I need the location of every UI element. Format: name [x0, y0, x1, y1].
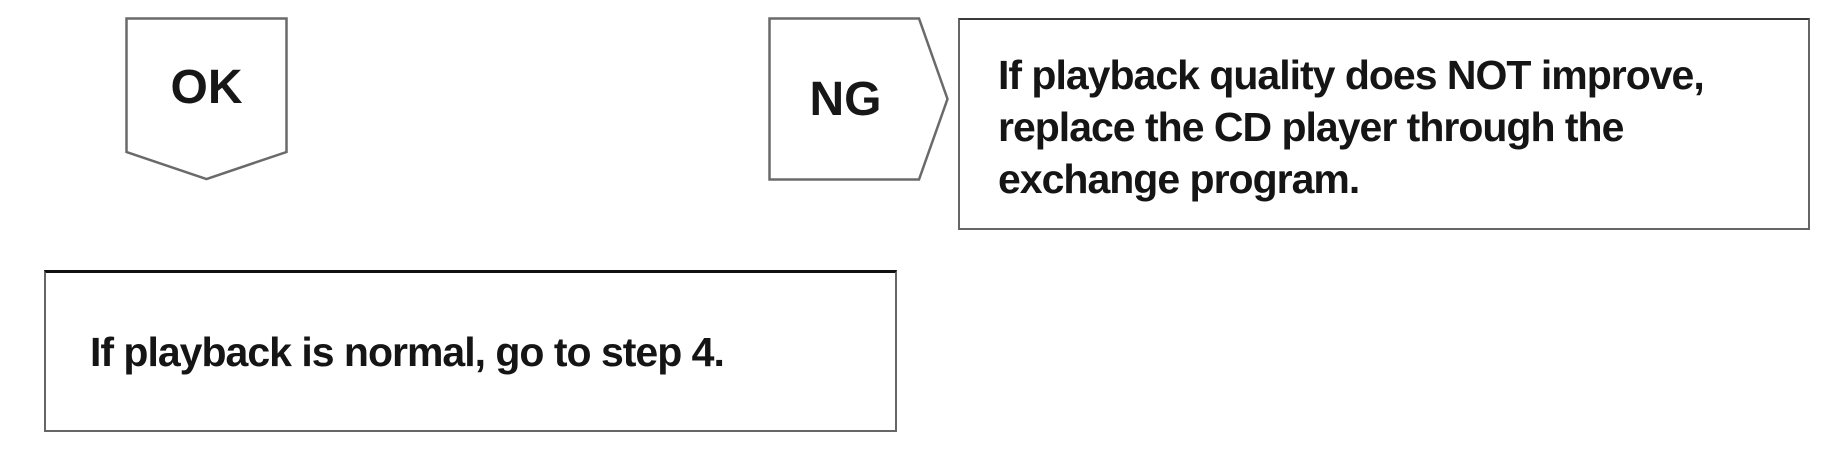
- ng-result-line-1: If playback quality does NOT improve,: [998, 52, 1705, 98]
- ok-result-box: If playback is normal, go to step 4.: [44, 270, 897, 432]
- ng-result-line-3: exchange program.: [998, 156, 1360, 202]
- ok-pentagon-icon: [125, 17, 288, 181]
- ng-result-line-2: replace the CD player through the: [998, 104, 1624, 150]
- ok-connector-label: OK: [170, 60, 243, 114]
- ok-result-text: If playback is normal, go to step 4.: [90, 328, 725, 375]
- ng-result-box: If playback quality does NOT improve, re…: [958, 18, 1810, 230]
- ng-pentagon-icon: [768, 17, 949, 181]
- ok-connector: OK: [125, 17, 288, 181]
- ng-connector: NG: [768, 17, 949, 181]
- ng-connector-label: NG: [809, 72, 882, 126]
